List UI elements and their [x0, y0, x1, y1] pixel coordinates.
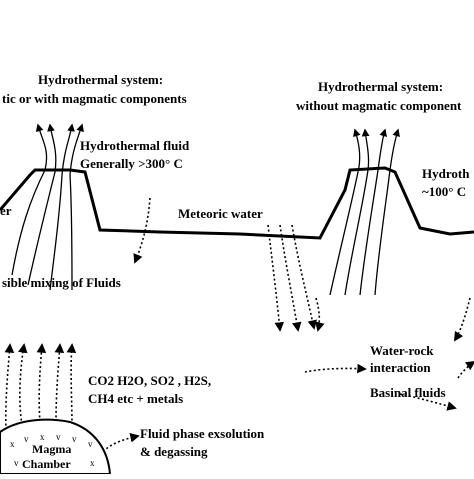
basinal-fluids-label: Basinal fluids: [370, 385, 446, 400]
svg-text:x: x: [40, 432, 45, 442]
right-system-title: Hydrothermal system:: [318, 79, 443, 94]
magma-chamber-pattern: x v x v v v v x: [10, 432, 95, 468]
svg-text:v: v: [88, 439, 93, 449]
magma-label-2: Chamber: [22, 457, 71, 471]
legend-arrows: [304, 360, 474, 411]
left-cut-label: er: [0, 203, 12, 218]
svg-text:v: v: [24, 434, 29, 444]
right-upflow-lines: [329, 128, 400, 296]
meteoric-water-label: Meteoric water: [178, 206, 263, 221]
left-system-title: Hydrothermal system:: [38, 72, 163, 87]
svg-text:v: v: [72, 434, 77, 444]
right-fluid-label: Hydroth: [422, 166, 470, 181]
right-system-subtitle: without magmatic component: [296, 98, 462, 113]
magma-chamber: [0, 418, 112, 475]
meteoric-water-arrows: [133, 197, 471, 342]
exsolution-line-1: Fluid phase exsolution: [140, 426, 265, 441]
gases-line-1: CO2 H2O, SO2 , H2S,: [88, 373, 211, 388]
mixing-label: sible mixing of Fluids: [2, 275, 121, 290]
svg-text:x: x: [90, 458, 95, 468]
left-upflow-lines: [11, 123, 84, 291]
water-rock-line-1: Water-rock: [370, 343, 434, 358]
right-fluid-temp: ~100° C: [422, 184, 466, 199]
svg-text:v: v: [56, 432, 61, 442]
left-fluid-temp: Generally >300° C: [80, 156, 183, 171]
water-rock-line-2: interaction: [370, 360, 431, 375]
ground-profile: [0, 166, 474, 240]
left-system-subtitle: tic or with magmatic components: [2, 91, 187, 106]
gases-line-2: CH4 etc + metals: [88, 391, 183, 406]
exsolution-line-2: & degassing: [140, 444, 208, 459]
magmatic-fluid-arrows: [4, 343, 140, 456]
magma-label-1: Magma: [32, 442, 71, 456]
svg-text:v: v: [14, 458, 19, 468]
left-fluid-label: Hydrothermal fluid: [80, 138, 190, 153]
svg-text:x: x: [10, 439, 15, 449]
